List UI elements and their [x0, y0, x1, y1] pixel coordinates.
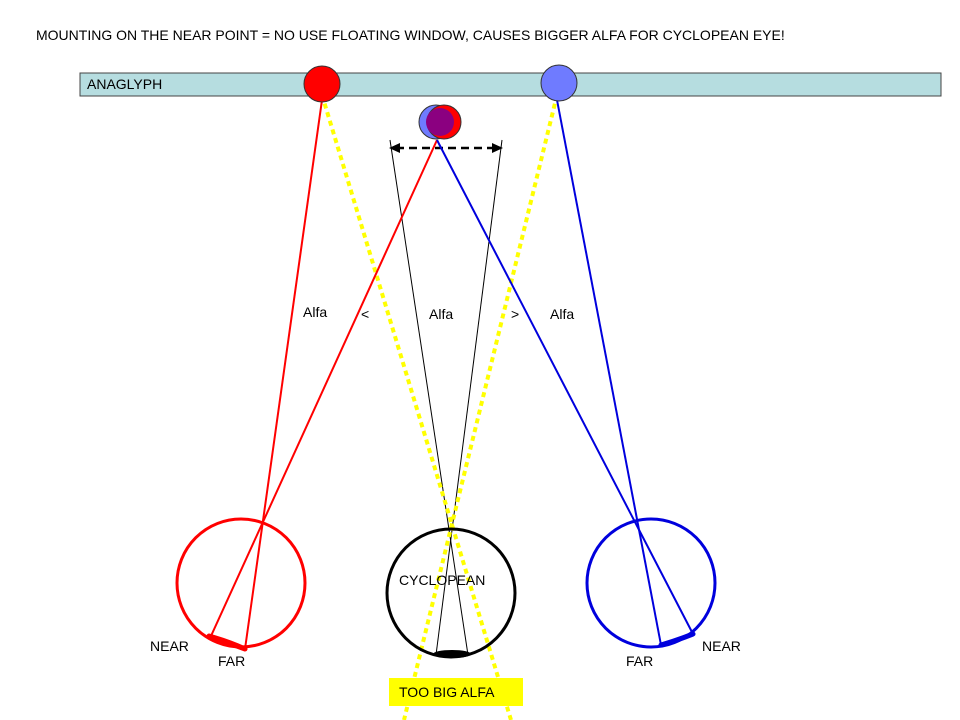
cyclopean-line-left: [389, 139, 469, 656]
less-than-symbol: <: [361, 306, 369, 322]
left-retina: [206, 633, 248, 652]
blue-ray-far: [556, 99, 662, 646]
cyclopean-eye: [385, 527, 517, 659]
cyclopean-line-right: [435, 139, 503, 656]
red-image-point: [303, 65, 341, 103]
left-eye-red: [175, 517, 307, 649]
fused-point-purple: [426, 108, 454, 136]
far-right-label: FAR: [626, 653, 653, 669]
yellow-ray-left: [320, 94, 513, 720]
anaglyph-bar: [79, 72, 942, 97]
greater-than-symbol: >: [511, 306, 519, 322]
cyclopean-retina: [433, 650, 471, 658]
cyclopean-label: CYCLOPEAN: [399, 572, 485, 588]
blue-image-point: [540, 64, 578, 102]
right-eye-blue: [585, 517, 717, 649]
too-big-alfa-label: TOO BIG ALFA: [399, 684, 495, 700]
blue-ray-near: [436, 139, 694, 635]
too-big-alfa-box: [389, 678, 523, 706]
red-ray-far: [244, 99, 323, 650]
near-right-label: NEAR: [702, 638, 741, 654]
arrow-head-right: [492, 143, 503, 153]
yellow-ray-right: [402, 94, 559, 720]
diagram-title: MOUNTING ON THE NEAR POINT = NO USE FLOA…: [36, 27, 785, 43]
right-retina: [658, 631, 696, 648]
alfa-left-label: Alfa: [303, 304, 327, 320]
near-left-label: NEAR: [150, 638, 189, 654]
far-left-label: FAR: [218, 653, 245, 669]
red-ray-near: [210, 139, 438, 637]
anaglyph-label: ANAGLYPH: [87, 76, 162, 92]
arrow-head-left: [389, 143, 400, 153]
alfa-center-label: Alfa: [429, 306, 453, 322]
alfa-right-label: Alfa: [550, 306, 574, 322]
